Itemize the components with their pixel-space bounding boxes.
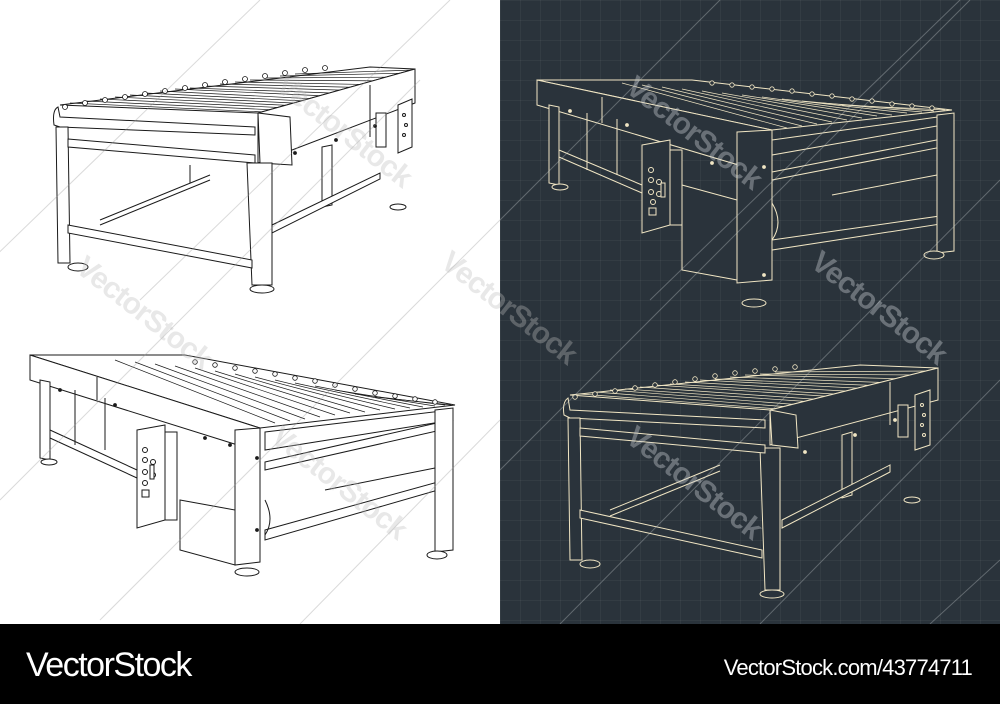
conveyor-drawing-top-left bbox=[40, 55, 440, 305]
conveyor-drawing-bottom-left bbox=[25, 350, 465, 600]
image-url: VectorStock.com/43774711 bbox=[723, 655, 973, 680]
conveyor-drawing-top-right bbox=[532, 75, 962, 315]
roller-conveyor-illustration bbox=[53, 65, 416, 294]
roller-conveyor-illustration bbox=[29, 354, 456, 577]
footer-bar: VectorStock VectorStock.com/43774711 bbox=[0, 624, 1000, 704]
light-panel bbox=[0, 0, 500, 624]
roller-conveyor-illustration bbox=[536, 79, 955, 308]
roller-conveyor-illustration bbox=[563, 364, 939, 599]
brand-logo: VectorStock bbox=[26, 646, 192, 684]
dark-panel bbox=[500, 0, 1000, 624]
conveyor-drawing-bottom-right bbox=[560, 360, 950, 605]
